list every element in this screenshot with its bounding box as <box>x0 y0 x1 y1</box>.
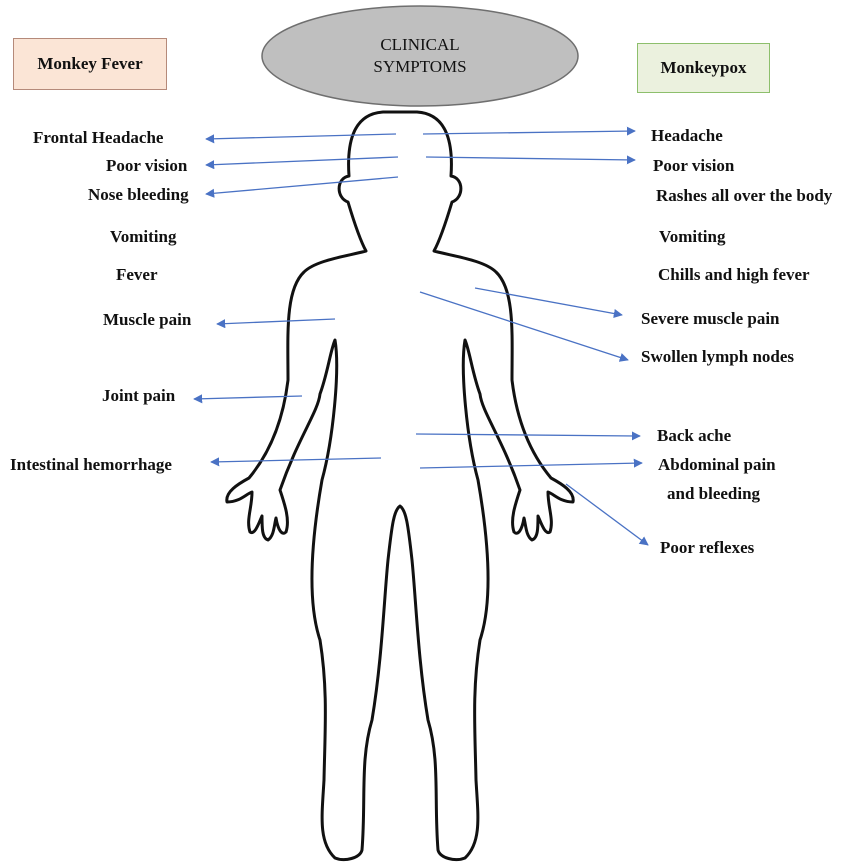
title-line-2: SYMPTOMS <box>373 56 466 78</box>
right-label-severe-muscle-pain: Severe muscle pain <box>641 309 780 329</box>
right-label-poor-vision: Poor vision <box>653 156 734 176</box>
diagram-title: CLINICAL SYMPTOMS <box>262 6 578 106</box>
right-label-back-ache: Back ache <box>657 426 731 446</box>
monkey-fever-header: Monkey Fever <box>13 38 167 90</box>
left-label-joint-pain: Joint pain <box>102 386 175 406</box>
arrow-poor-reflexes <box>566 484 648 545</box>
right-label-vomiting: Vomiting <box>659 227 725 247</box>
arrow-poor-vision-right <box>426 157 635 160</box>
right-label-headache: Headache <box>651 126 723 146</box>
right-label-abdominal-pain: Abdominal pain <box>658 455 776 475</box>
monkey-fever-header-label: Monkey Fever <box>37 54 142 74</box>
left-label-fever: Fever <box>116 265 158 285</box>
right-label-rashes: Rashes all over the body <box>656 186 832 206</box>
left-label-intestinal-hemorrhage: Intestinal hemorrhage <box>10 455 172 475</box>
left-label-muscle-pain: Muscle pain <box>103 310 191 330</box>
right-label-chills-high-fever: Chills and high fever <box>658 265 810 285</box>
monkeypox-header-label: Monkeypox <box>661 58 747 78</box>
monkeypox-header: Monkeypox <box>637 43 770 93</box>
left-label-vomiting: Vomiting <box>110 227 176 247</box>
right-label-and-bleeding: and bleeding <box>667 484 760 504</box>
body-outline <box>227 112 573 860</box>
left-label-poor-vision: Poor vision <box>106 156 187 176</box>
left-label-nose-bleeding: Nose bleeding <box>88 185 189 205</box>
title-line-1: CLINICAL <box>380 34 459 56</box>
right-label-swollen-lymph-nodes: Swollen lymph nodes <box>641 347 794 367</box>
left-label-frontal-headache: Frontal Headache <box>33 128 163 148</box>
arrow-headache <box>423 131 635 134</box>
right-label-poor-reflexes: Poor reflexes <box>660 538 754 558</box>
